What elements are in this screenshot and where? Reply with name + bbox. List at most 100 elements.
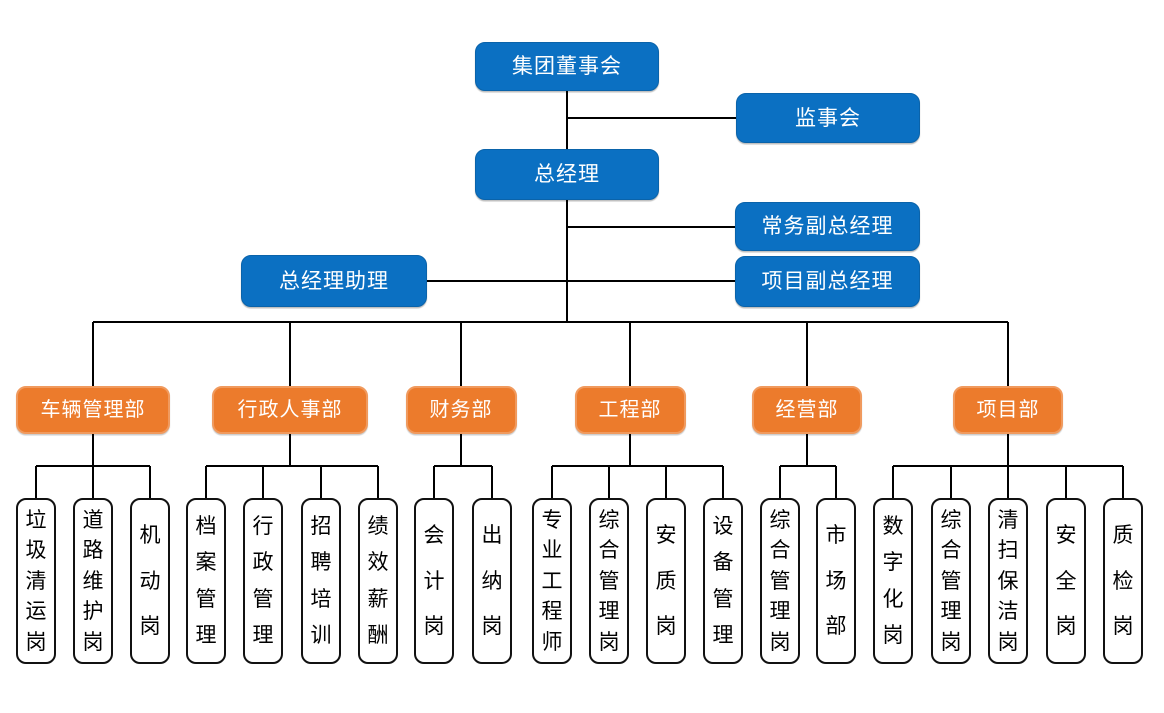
node-label: 总经理 bbox=[534, 163, 600, 186]
position-label-char: 全 bbox=[1055, 569, 1077, 593]
position-label-char: 管 bbox=[769, 569, 791, 593]
position-label-char: 聘 bbox=[310, 551, 332, 575]
position-label-char: 计 bbox=[423, 569, 445, 593]
position-label-char: 字 bbox=[882, 551, 904, 575]
position-label-char: 薪 bbox=[367, 587, 389, 611]
position-label-char: 清 bbox=[997, 508, 1019, 532]
node-gm-assistant: 总经理助理 bbox=[241, 255, 427, 307]
position-box: 质检岗 bbox=[1103, 498, 1143, 664]
position-label-char: 合 bbox=[598, 539, 620, 562]
position-label-char: 理 bbox=[252, 624, 274, 648]
position-label-char: 洁 bbox=[997, 600, 1019, 623]
position-box: 数字化岗 bbox=[873, 498, 913, 664]
department-label: 工程部 bbox=[598, 399, 662, 421]
position-label-char: 岗 bbox=[1055, 615, 1077, 639]
position-label-char: 合 bbox=[940, 539, 962, 562]
position-label-char: 垃 bbox=[25, 508, 47, 532]
position-box: 道路维护岗 bbox=[73, 498, 113, 664]
position-label-char: 酬 bbox=[367, 624, 389, 648]
position-label-char: 维 bbox=[82, 569, 104, 593]
position-label-char: 绩 bbox=[367, 514, 389, 538]
position-label-char: 岗 bbox=[598, 630, 620, 654]
position-label-char: 管 bbox=[252, 587, 274, 611]
position-label-char: 护 bbox=[82, 600, 104, 623]
position-label-char: 综 bbox=[940, 508, 962, 532]
position-label-char: 道 bbox=[82, 508, 104, 532]
department-box: 工程部 bbox=[574, 386, 686, 434]
node-project-deputy-gm: 项目副总经理 bbox=[735, 256, 920, 307]
position-label-char: 岗 bbox=[481, 615, 503, 639]
position-label-char: 管 bbox=[712, 587, 734, 611]
position-label-char: 岗 bbox=[940, 630, 962, 654]
position-box: 垃圾清运岗 bbox=[16, 498, 56, 664]
node-label: 监事会 bbox=[795, 106, 861, 130]
position-label-char: 理 bbox=[769, 600, 791, 623]
node-executive-deputy-gm: 常务副总经理 bbox=[735, 202, 920, 251]
position-label-char: 会 bbox=[423, 523, 445, 547]
position-label-char: 机 bbox=[139, 523, 161, 547]
position-label-char: 安 bbox=[1055, 523, 1077, 547]
position-box: 机动岗 bbox=[130, 498, 170, 664]
department-label: 行政人事部 bbox=[237, 399, 343, 421]
position-label-char: 招 bbox=[310, 514, 332, 538]
position-label-char: 程 bbox=[541, 600, 563, 623]
position-label-char: 出 bbox=[481, 523, 503, 547]
position-box: 专业工程师 bbox=[532, 498, 572, 664]
position-label-char: 工 bbox=[541, 569, 563, 593]
department-label: 财务部 bbox=[429, 399, 493, 421]
position-label-char: 岗 bbox=[423, 615, 445, 639]
position-label-char: 合 bbox=[769, 539, 791, 562]
position-box: 综合管理岗 bbox=[931, 498, 971, 664]
position-label-char: 动 bbox=[139, 569, 161, 593]
position-label-char: 专 bbox=[541, 508, 563, 532]
department-label: 经营部 bbox=[775, 399, 839, 421]
position-label-char: 圾 bbox=[25, 539, 47, 562]
position-label-char: 案 bbox=[195, 551, 217, 575]
position-label-char: 岗 bbox=[769, 630, 791, 654]
position-box: 会计岗 bbox=[414, 498, 454, 664]
position-box: 安质岗 bbox=[646, 498, 686, 664]
position-box: 设备管理 bbox=[703, 498, 743, 664]
node-label: 总经理助理 bbox=[279, 269, 389, 293]
position-label-char: 政 bbox=[252, 551, 274, 575]
position-label-char: 岗 bbox=[1112, 615, 1134, 639]
position-label-char: 岗 bbox=[997, 630, 1019, 654]
position-label-char: 理 bbox=[712, 624, 734, 648]
node-label: 集团董事会 bbox=[512, 55, 622, 78]
position-label-char: 运 bbox=[25, 600, 47, 623]
position-label-char: 理 bbox=[940, 600, 962, 623]
position-label-char: 路 bbox=[82, 539, 104, 562]
node-label: 项目副总经理 bbox=[761, 270, 894, 293]
position-label-char: 设 bbox=[712, 514, 734, 538]
position-label-char: 数 bbox=[882, 514, 904, 538]
position-label-char: 业 bbox=[541, 539, 563, 562]
position-label-char: 质 bbox=[1112, 523, 1134, 547]
position-label-char: 行 bbox=[252, 514, 274, 538]
position-box: 综合管理岗 bbox=[589, 498, 629, 664]
position-label-char: 理 bbox=[598, 600, 620, 623]
position-label-char: 岗 bbox=[82, 630, 104, 654]
position-label-char: 市 bbox=[825, 523, 847, 547]
position-label-char: 师 bbox=[541, 630, 563, 654]
position-label-char: 备 bbox=[712, 551, 734, 575]
position-box: 安全岗 bbox=[1046, 498, 1086, 664]
node-label: 常务副总经理 bbox=[761, 215, 894, 238]
position-box: 出纳岗 bbox=[472, 498, 512, 664]
position-label-char: 综 bbox=[769, 508, 791, 532]
position-box: 绩效薪酬 bbox=[358, 498, 398, 664]
position-label-char: 检 bbox=[1112, 569, 1134, 593]
position-label-char: 部 bbox=[825, 615, 847, 639]
position-label-char: 管 bbox=[598, 569, 620, 593]
position-label-char: 训 bbox=[310, 624, 332, 648]
department-box: 经营部 bbox=[752, 386, 862, 434]
department-box: 行政人事部 bbox=[212, 386, 368, 434]
position-label-char: 岗 bbox=[139, 615, 161, 639]
position-box: 清扫保洁岗 bbox=[988, 498, 1028, 664]
position-box: 行政管理 bbox=[243, 498, 283, 664]
connector-path bbox=[35, 91, 1124, 498]
department-box: 财务部 bbox=[405, 386, 517, 434]
position-label-char: 保 bbox=[997, 569, 1019, 593]
position-label-char: 综 bbox=[598, 508, 620, 532]
position-label-char: 清 bbox=[25, 569, 47, 593]
